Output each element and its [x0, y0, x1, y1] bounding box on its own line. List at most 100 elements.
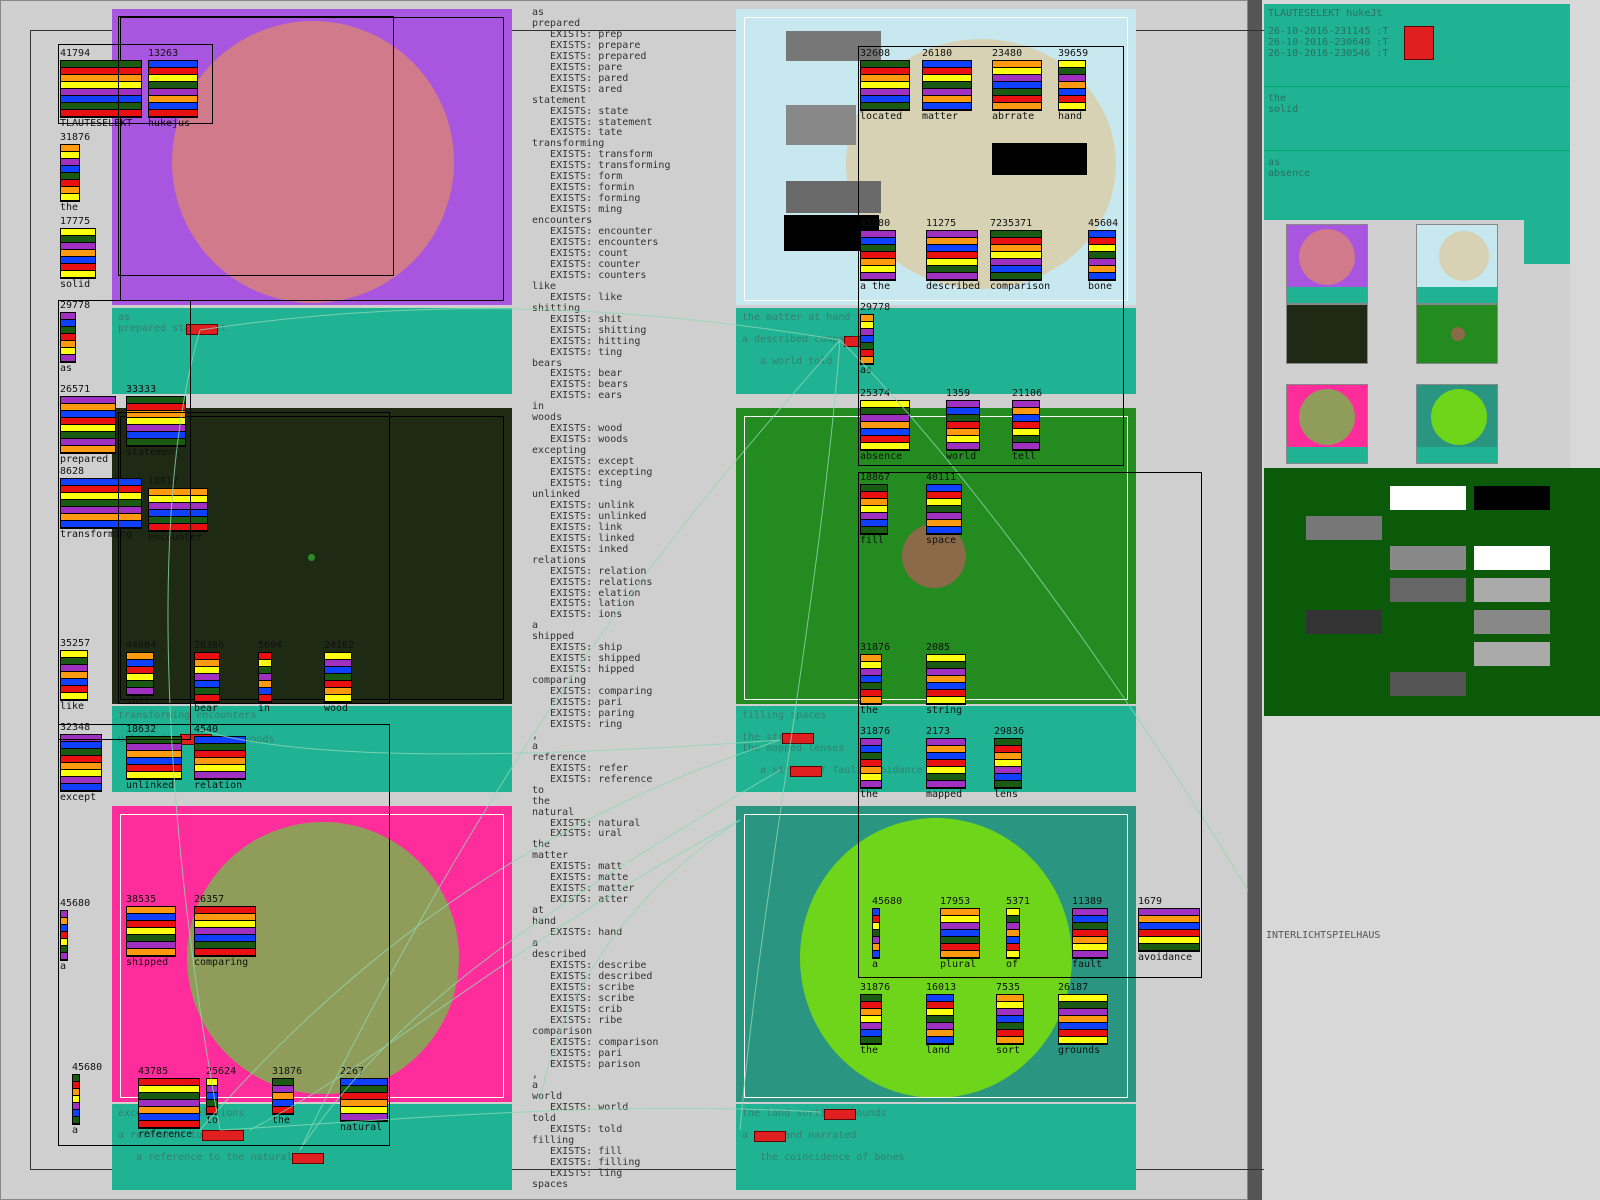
bar-segment [941, 909, 979, 916]
bar-segment [61, 355, 75, 362]
word-list-item: EXISTS: reference [532, 773, 653, 785]
bar-segment [195, 949, 255, 956]
bar-segment [195, 667, 219, 674]
word-list-item: , [532, 729, 539, 741]
bar-segment [1089, 252, 1115, 259]
bar-segment [149, 89, 197, 96]
bar-segment [1059, 96, 1085, 103]
bar-segment [195, 772, 245, 779]
word-list-item: EXISTS: refer [532, 762, 629, 774]
bar-segment [61, 257, 95, 264]
bar-segment [873, 944, 879, 951]
word-list-item: unlinked [532, 488, 581, 500]
bar-segment [997, 1002, 1023, 1009]
bar-segment [861, 231, 895, 238]
grey-block [1390, 578, 1466, 602]
bar-segment [1059, 82, 1085, 89]
bar-segment [997, 1030, 1023, 1037]
bar-segment [139, 1121, 199, 1128]
word-list-item: comparing [532, 675, 587, 687]
bar-segment [861, 68, 909, 75]
bar-segment [139, 1093, 199, 1100]
bar-segment [861, 266, 895, 273]
bar-segment [927, 669, 965, 676]
bar-segment [861, 238, 895, 245]
stacked-bar [60, 60, 142, 118]
word-list-item: natural [532, 806, 575, 818]
count-word: encounter [148, 532, 203, 543]
bar-segment [941, 944, 979, 951]
count-word: wood [324, 703, 349, 714]
bar-segment [61, 348, 75, 355]
bar-segment [861, 436, 909, 443]
caption-line: a reference to [118, 1130, 203, 1141]
stacked-bar [872, 908, 880, 959]
bar-segment [61, 173, 79, 180]
side-text: the [1268, 93, 1287, 104]
thumb-tl[interactable] [1286, 224, 1368, 304]
stacked-bar [126, 396, 186, 447]
bar-segment [927, 259, 977, 266]
bar-segment [923, 82, 971, 89]
word-list-item: woods [532, 412, 563, 424]
stacked-bar [926, 654, 966, 705]
bar-segment [927, 527, 961, 534]
word-list-item: EXISTS: describe [532, 959, 647, 971]
count-number: 2085 [926, 642, 951, 653]
bar-segment [149, 510, 207, 517]
bar-segment [927, 520, 961, 527]
bar-segment [873, 951, 879, 958]
word-list-item: EXISTS: hipped [532, 664, 635, 676]
stacked-bar [126, 906, 176, 957]
count-word: a [60, 961, 67, 972]
stacked-bar [60, 734, 102, 792]
bar-segment [1007, 909, 1019, 916]
stacked-bar [990, 230, 1042, 281]
count-word: unlinked [126, 780, 175, 791]
thumb-circle [1451, 327, 1465, 341]
stacked-bar [1058, 994, 1108, 1045]
bar-segment [127, 751, 181, 758]
word-list-item: EXISTS: formin [532, 182, 635, 194]
section-label: INTERLICHTSPIELHAUS [1266, 930, 1381, 941]
bar-segment [61, 665, 87, 672]
bar-segment [861, 492, 887, 499]
outline-box [118, 412, 390, 704]
bar-segment [861, 408, 909, 415]
inner-frame [120, 814, 504, 1098]
bar-segment [861, 781, 881, 788]
bar-segment [923, 103, 971, 110]
bar-segment [927, 774, 965, 781]
bar-segment [195, 695, 219, 702]
thumb-mr[interactable] [1416, 304, 1498, 364]
word-list-item: like [532, 280, 557, 292]
bar-segment [325, 688, 351, 695]
bar-segment [861, 669, 881, 676]
word-list-item: EXISTS: ling [532, 1168, 623, 1180]
bar-segment [195, 660, 219, 667]
side-text: absence [1268, 168, 1311, 179]
bar-segment [127, 425, 185, 432]
bar-segment [195, 758, 245, 765]
count-word: bone [1088, 281, 1113, 292]
word-list-item: EXISTS: counters [532, 269, 647, 281]
side-title: TLAUTESELEKT hukeJt [1268, 8, 1383, 19]
bar-segment [149, 61, 197, 68]
thumb-ml[interactable] [1286, 304, 1368, 364]
bar-segment [861, 746, 881, 753]
count-word: a [72, 1125, 79, 1136]
thumb-tr[interactable] [1416, 224, 1498, 304]
word-list-item: world [532, 1091, 563, 1103]
bar-segment [861, 697, 881, 704]
thumb-br[interactable] [1416, 384, 1498, 464]
inner-frame [744, 814, 1128, 1098]
bar-segment [927, 697, 965, 704]
thumb-bl[interactable] [1286, 384, 1368, 464]
bar-segment [61, 479, 141, 486]
count-number: 11275 [926, 218, 957, 229]
stacked-bar [996, 994, 1024, 1045]
inner-frame [744, 17, 1128, 301]
stacked-bar [860, 314, 874, 365]
caption-line: filling spaces [742, 710, 827, 721]
bar-segment [61, 187, 79, 194]
